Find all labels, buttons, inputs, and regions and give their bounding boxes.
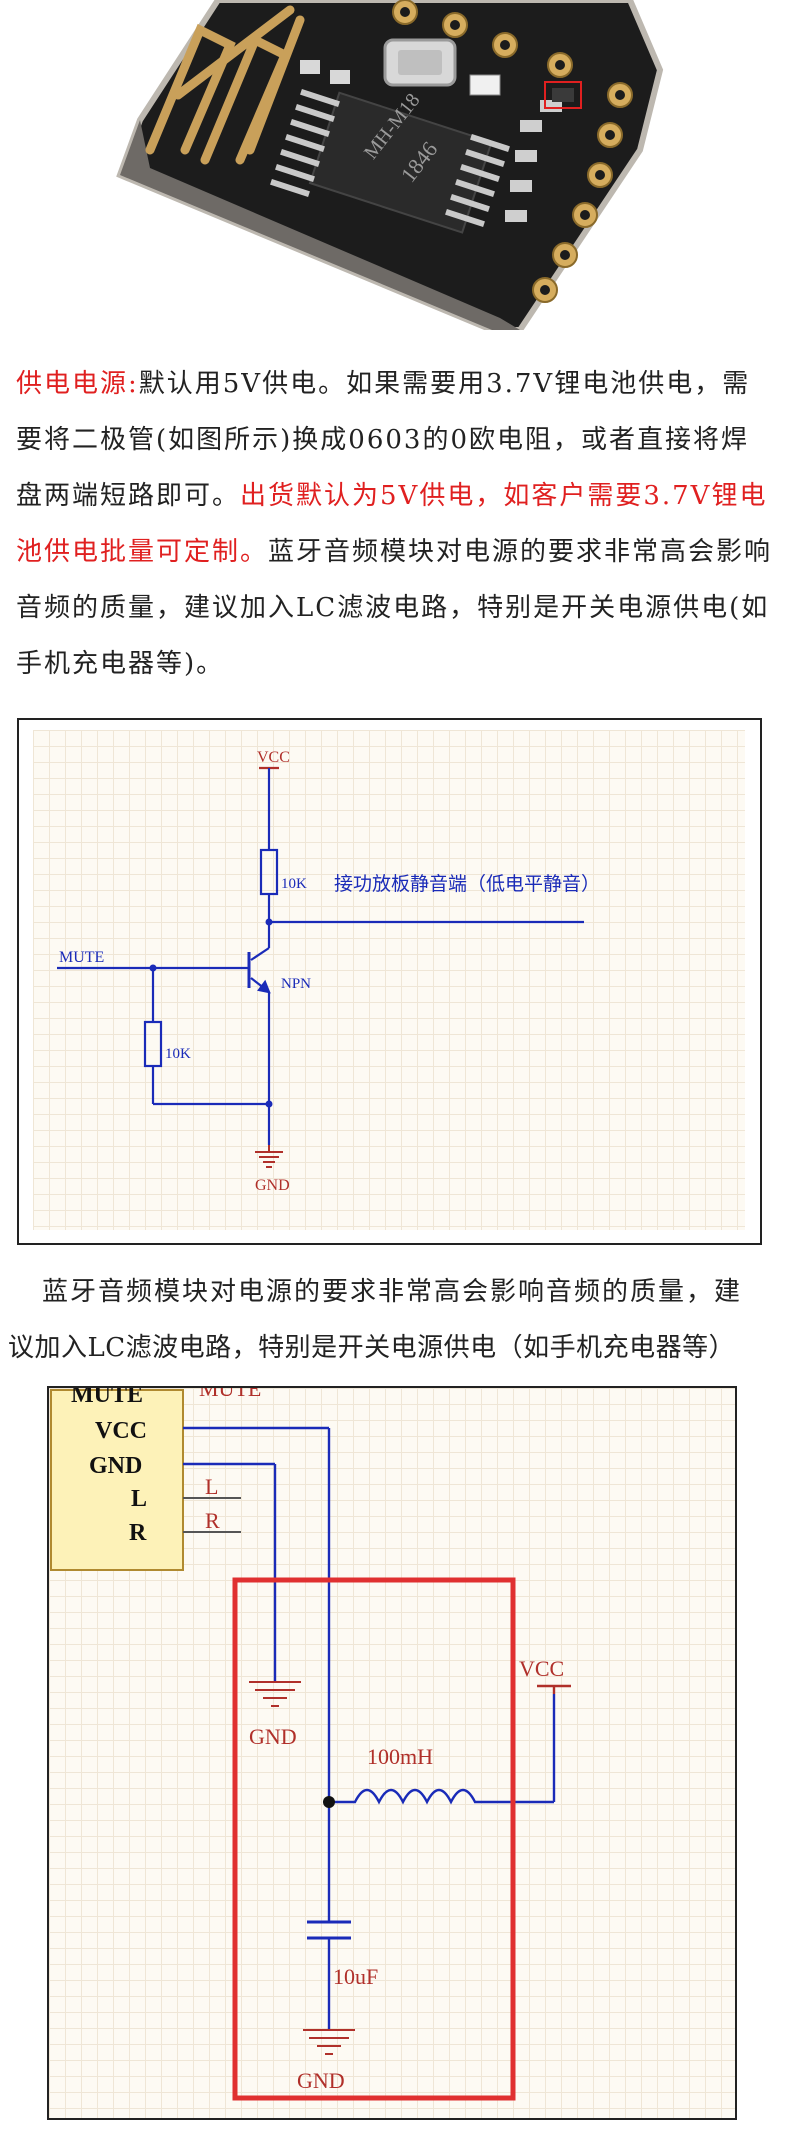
mute-circuit-schematic: VCC 10K 接功放板静音端（低电平静音） MUTE NPN 10K GND [57, 749, 600, 1194]
pin-l: L [131, 1486, 147, 1512]
lc-filter-frame: MUTE VCC GND L R MUTE L R [47, 1386, 737, 2120]
inductor [329, 1788, 481, 1805]
lc-filter-line-2: 议加入LC滤波电路，特别是开关电源供电（如手机充电器等） [8, 1333, 736, 1363]
filter-highlight-frame [232, 1577, 516, 2101]
diode-highlight-box [544, 81, 582, 109]
capacitor-label: 10uF [333, 1964, 378, 1989]
wire-r: R [205, 1508, 220, 1533]
gnd-bottom-label: GND [297, 2068, 345, 2093]
ground-symbol [255, 1145, 283, 1168]
ground-symbol-bottom [303, 2029, 355, 2055]
ground-symbol-left [249, 1681, 301, 1707]
resistor-bottom-label: 10K [165, 1046, 191, 1062]
module-photo: MH-M18 1846 [0, 0, 790, 333]
pin-mute: MUTE [71, 1388, 143, 1408]
transistor-label: NPN [281, 976, 311, 992]
mute-circuit-frame: VCC 10K 接功放板静音端（低电平静音） MUTE NPN 10K GND [17, 718, 762, 1245]
mute-label: MUTE [59, 949, 104, 966]
wire-mute-cut: MUTE [199, 1388, 261, 1401]
inductor-label: 100mH [367, 1744, 433, 1769]
power-supply-lead: 供电电源: [16, 369, 139, 399]
vcc-label-2: VCC [519, 1656, 564, 1681]
shipping-default-highlight: 出货默认为5V供电，如客户需要3.7V锂电池供电批量可定制。 [16, 481, 768, 567]
gnd-label: GND [255, 1177, 290, 1194]
pin-gnd: GND [89, 1453, 142, 1479]
vcc-label: VCC [257, 749, 290, 766]
module-board-graphic: MH-M18 1846 [116, 0, 664, 333]
lc-filter-line-1: 蓝牙音频模块对电源的要求非常高会影响音频的质量，建 [42, 1277, 743, 1307]
pin-vcc: VCC [95, 1418, 147, 1444]
junction-dot [323, 1796, 335, 1808]
antenna-trace [145, 5, 305, 165]
pin-r: R [129, 1520, 147, 1546]
gnd-left-label: GND [249, 1724, 297, 1749]
module-pin-block [50, 1389, 184, 1571]
chip-pins [270, 88, 510, 228]
output-label: 接功放板静音端（低电平静音） [334, 873, 600, 895]
lc-filter-paragraph: 蓝牙音频模块对电源的要求非常高会影响音频的质量，建 议加入LC滤波电路，特别是开… [0, 1264, 790, 1374]
resistor-bottom [143, 1020, 163, 1068]
npn-arrow [257, 979, 271, 994]
power-supply-paragraph: 供电电源:默认用5V供电。如果需要用3.7V锂电池供电，需要将二极管(如图所示)… [16, 356, 776, 696]
lc-filter-schematic: MUTE VCC GND L R MUTE L R [50, 1388, 571, 2101]
resistor-top [259, 848, 279, 896]
power-supply-text-2: 蓝牙音频模块对电源的要求非常高会影响音频的质量，建议加入LC滤波电路，特别是开关… [16, 537, 773, 679]
capacitor [307, 1920, 351, 1940]
resistor-top-label: 10K [281, 876, 307, 892]
wire-l: L [205, 1474, 218, 1499]
power-supply-text-1: 默认用5V供电。如果需要用3.7V锂电池供电，需要将二极管(如图所示)换成060… [16, 369, 751, 511]
